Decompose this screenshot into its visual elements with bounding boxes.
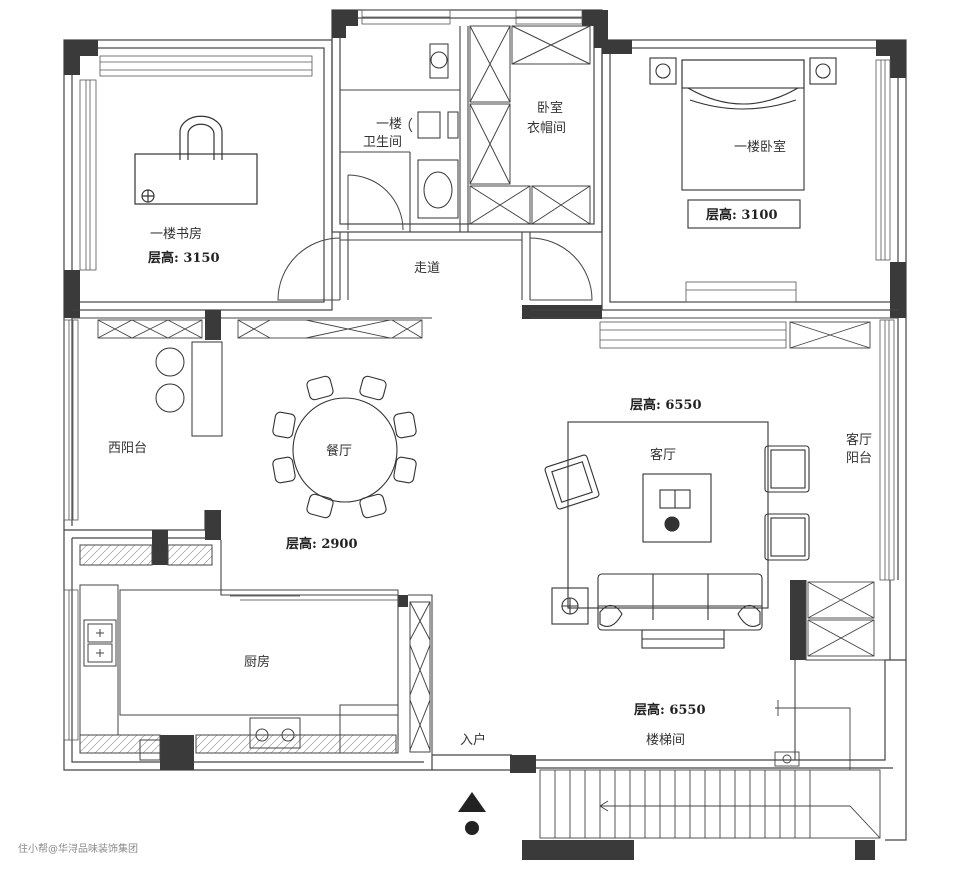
room-labels: 一楼书房 层高: 3150 一楼 卫生间 卧室 衣帽间 一楼卧室 层高: 310… [108, 100, 872, 748]
interior-walls [72, 26, 898, 760]
closet-name-line1: 卧室 [537, 100, 563, 116]
doors [230, 174, 593, 601]
bathroom-fixtures [408, 43, 459, 219]
west-balcony-name: 西阳台 [108, 441, 147, 456]
staircase [539, 700, 881, 839]
stairwell-height: 层高: 6550 [634, 702, 706, 718]
kitchen-counters [79, 544, 431, 761]
living-furniture [544, 421, 810, 649]
wall-columns [64, 10, 906, 860]
living-height: 层高: 6550 [630, 397, 702, 413]
living-balcony-line2: 阳台 [846, 451, 872, 466]
living-balcony-line1: 客厅 [846, 432, 872, 448]
corridor-name: 走道 [414, 261, 440, 276]
dining-name: 餐厅 [326, 443, 352, 459]
study-desk [134, 115, 258, 205]
kitchen-name: 厨房 [244, 654, 270, 670]
dining-height: 层高: 2900 [286, 536, 358, 552]
stairwell-name: 楼梯间 [646, 733, 685, 748]
entrance-name: 入户 [460, 732, 486, 748]
watermark: 住小帮@华浔品味装饰集团 [18, 842, 138, 855]
living-name: 客厅 [650, 447, 676, 463]
dining-table [272, 375, 417, 519]
sideboards [97, 319, 871, 349]
closet-name-line2: 衣帽间 [527, 120, 566, 136]
bedroom-height: 层高: 3100 [706, 207, 778, 223]
closet-cabinets [469, 25, 591, 225]
north-arrow-icon [458, 792, 486, 835]
study-height: 层高: 3150 [148, 250, 220, 266]
windows [63, 9, 895, 741]
bathroom-name-line2: 卫生间 [363, 135, 402, 150]
bedroom-name: 一楼卧室 [734, 139, 786, 155]
bedroom-bed [649, 57, 837, 229]
study-name: 一楼书房 [150, 226, 202, 242]
balcony-cabinets [807, 581, 875, 657]
bar-counter [155, 341, 223, 437]
bathroom-name-line1: 一楼 [376, 117, 402, 132]
